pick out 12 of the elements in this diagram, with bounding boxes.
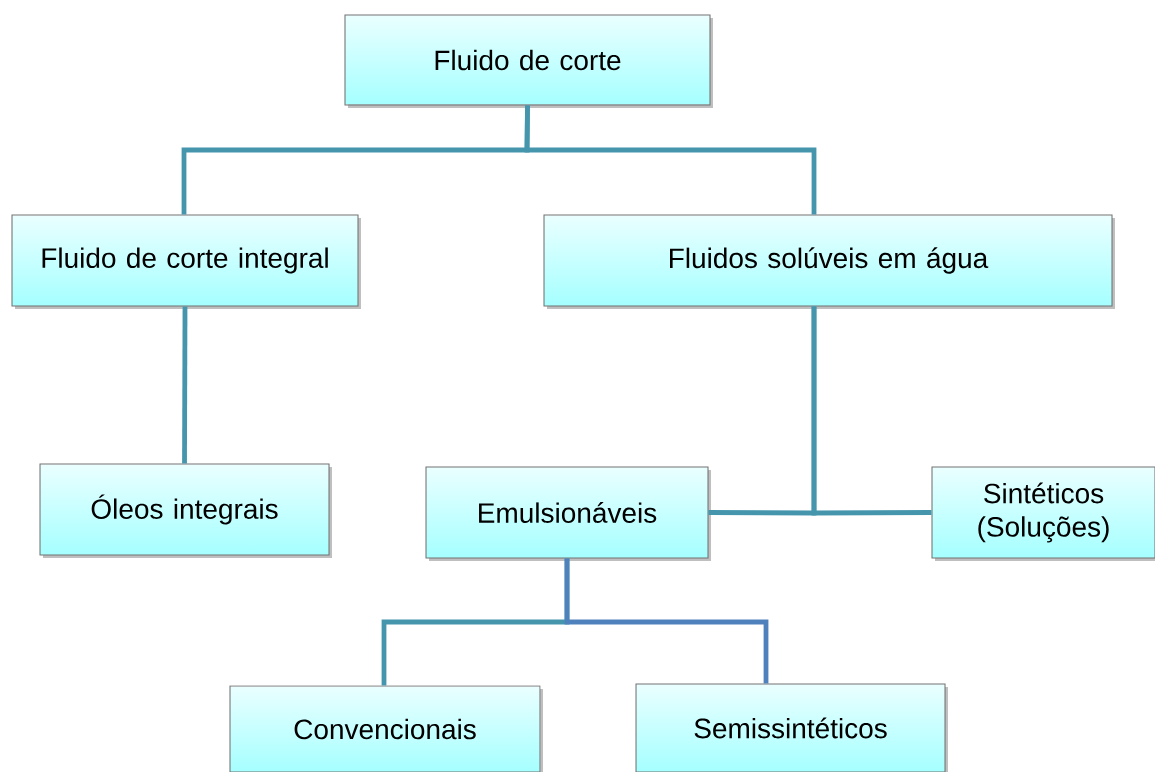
category-box: Fluido de corte <box>344 14 711 106</box>
category-box: Convencionais <box>229 685 541 772</box>
category-box: Fluido de corte integral <box>11 214 359 307</box>
connector-line <box>182 306 188 464</box>
connector-line <box>811 306 932 516</box>
category-box: Semissintéticos <box>635 683 946 772</box>
category-box: Óleos integrais <box>39 463 330 556</box>
connector-line <box>524 105 817 215</box>
category-box: Fluidos solúveis em água <box>543 214 1113 307</box>
category-box: Sintéticos (Soluções) <box>931 466 1155 559</box>
connector-line <box>564 558 769 684</box>
category-box: Emulsionáveis <box>425 466 709 559</box>
